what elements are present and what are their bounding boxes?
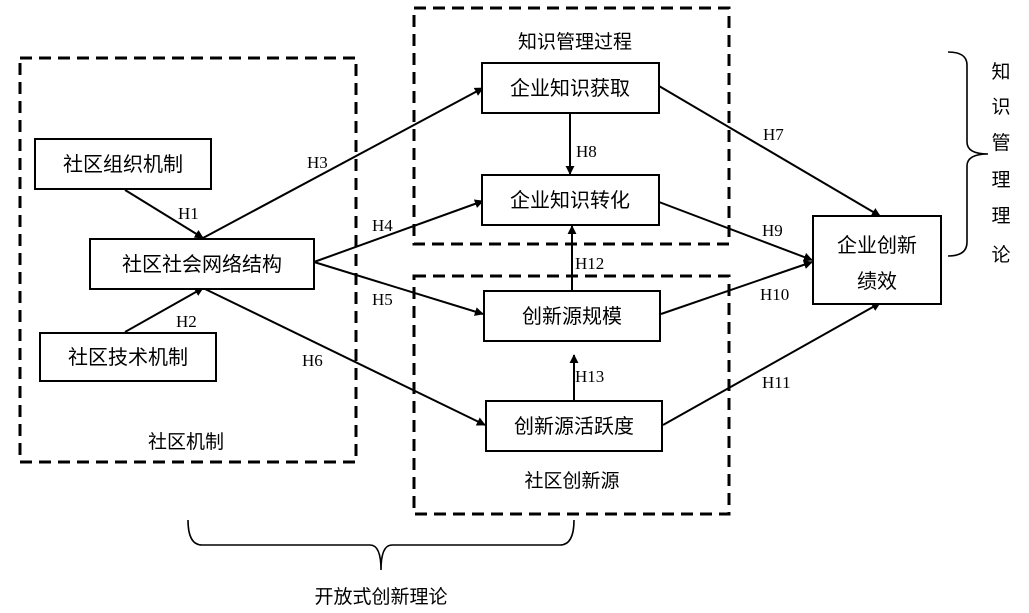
edge-h7	[658, 85, 881, 217]
node-source-activity-box	[485, 400, 663, 452]
label-h11: H11	[762, 373, 791, 392]
node-org-mechanism: 社区组织机制	[63, 152, 183, 176]
brace-knowledge-management	[947, 51, 989, 257]
group-title-innovation-source: 社区创新源	[524, 470, 619, 492]
node-social-network: 社区社会网络结构	[122, 252, 282, 276]
edge-h5	[313, 261, 484, 316]
theory-open-innovation: 开放式创新理论	[314, 586, 447, 608]
node-tech-mechanism: 社区技术机制	[68, 345, 188, 369]
label-h9: H9	[762, 221, 783, 240]
node-performance-box	[812, 215, 942, 305]
node-performance-line2: 绩效	[857, 269, 897, 293]
label-h10: H10	[760, 285, 789, 304]
group-community-mechanism	[18, 56, 358, 464]
node-k-acquire: 企业知识获取	[510, 76, 630, 100]
edge-h2	[124, 287, 204, 333]
label-h13: H13	[575, 367, 604, 386]
node-source-activity: 创新源活跃度	[514, 414, 634, 438]
theory-km-char: 知	[991, 61, 1010, 83]
label-h7: H7	[763, 125, 784, 144]
label-h8: H8	[576, 142, 597, 161]
node-k-convert-box	[481, 174, 660, 226]
edge-h10	[660, 260, 813, 315]
group-title-mechanism: 社区机制	[148, 431, 224, 453]
theory-km-char: 识	[991, 96, 1010, 118]
edge-h11	[662, 302, 881, 426]
node-k-convert: 企业知识转化	[510, 188, 630, 212]
node-social-network-box	[89, 238, 315, 290]
edge-h4	[313, 199, 484, 263]
edge-h3	[202, 87, 484, 239]
label-h6: H6	[302, 351, 323, 370]
edge-h6	[202, 287, 486, 426]
node-tech-mechanism-box	[39, 332, 217, 382]
theory-km-char: 论	[991, 244, 1010, 266]
theory-km-char: 管	[991, 132, 1010, 154]
label-h12: H12	[575, 254, 604, 273]
label-h2: H2	[176, 312, 197, 331]
theory-km-char: 理	[991, 169, 1010, 191]
theory-knowledge-management: 知 识 管 理 理 论	[991, 61, 1010, 266]
node-performance-line1: 企业创新	[837, 233, 917, 257]
node-source-scale-box	[483, 290, 661, 342]
label-h4: H4	[372, 216, 393, 235]
label-h5: H5	[372, 290, 393, 309]
edge-h9	[658, 201, 813, 262]
node-source-scale: 创新源规模	[522, 304, 622, 328]
label-h3: H3	[307, 153, 328, 172]
group-title-knowledge-process: 知识管理过程	[518, 31, 632, 53]
brace-open-innovation	[187, 519, 575, 571]
theory-km-char: 理	[991, 205, 1010, 227]
label-h1: H1	[178, 204, 199, 223]
node-k-acquire-box	[481, 62, 660, 114]
edge-h1	[124, 189, 204, 239]
node-org-mechanism-box	[34, 138, 212, 190]
